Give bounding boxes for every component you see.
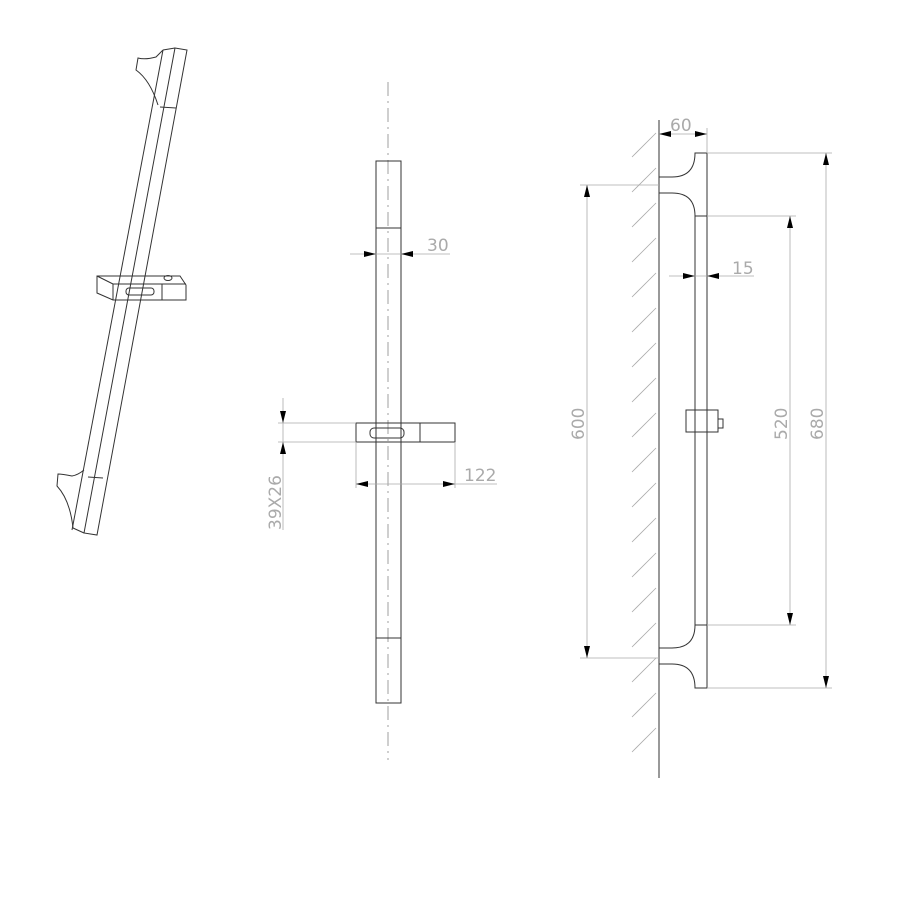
dimension-520: 520 [707, 215, 796, 626]
dimension-60: 60 [659, 116, 708, 153]
side-slider [685, 409, 724, 433]
dimension-39x26-label: 39X26 [266, 475, 286, 530]
dimension-122: 122 [355, 442, 497, 488]
dimension-680-label: 680 [808, 408, 828, 440]
dimension-30-label: 30 [427, 236, 449, 256]
bottom-bracket [56, 469, 85, 534]
dimension-15: 15 [669, 259, 754, 279]
isometric-view [56, 47, 188, 536]
dimension-520-label: 520 [772, 408, 792, 440]
front-slider [355, 422, 456, 443]
wall-hatching [631, 132, 657, 753]
dimension-60-label: 60 [670, 116, 692, 136]
dimension-600: 600 [569, 184, 659, 659]
isometric-slider [96, 275, 187, 301]
side-view: 60 15 680 520 [569, 116, 832, 778]
dimension-30: 30 [350, 236, 450, 257]
dimension-680: 680 [707, 152, 832, 689]
dimension-600-label: 600 [569, 408, 589, 440]
side-bottom-bracket [659, 624, 708, 689]
dimension-15-label: 15 [732, 259, 754, 279]
dimension-39x26: 39X26 [266, 398, 356, 530]
front-view: 30 122 39X26 [266, 82, 497, 760]
top-bracket [135, 49, 164, 106]
dimension-122-label: 122 [464, 466, 496, 486]
side-top-bracket [659, 152, 707, 217]
